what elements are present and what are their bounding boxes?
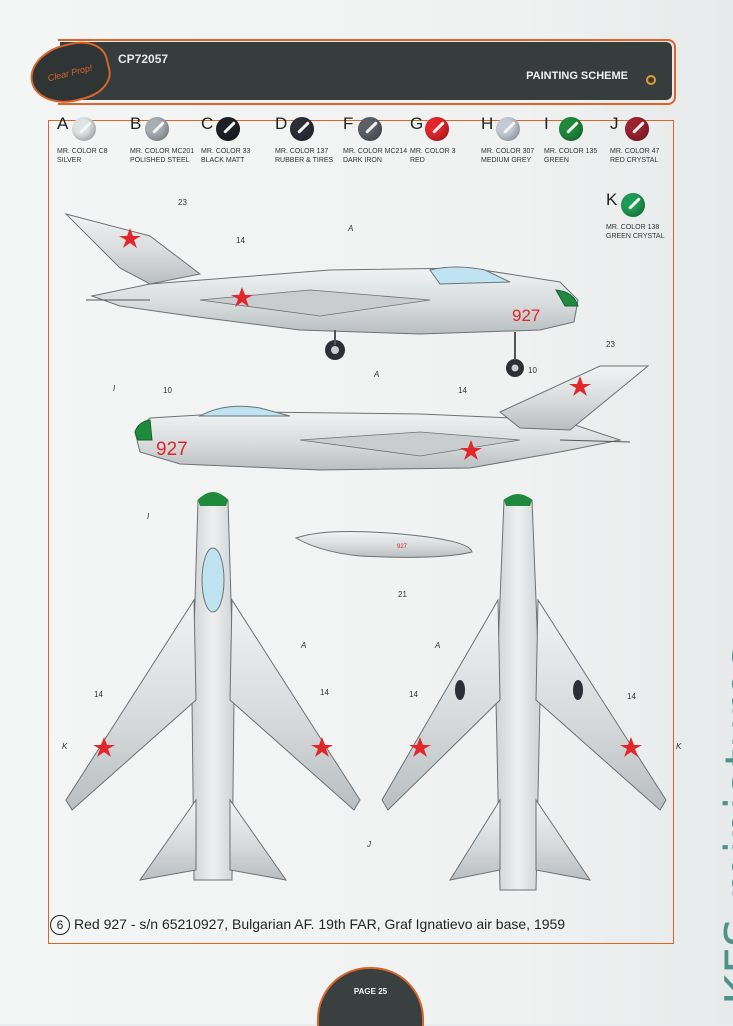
swatch-paint-name: GREEN CRYSTAL [606, 233, 665, 240]
swatch-paint-code: MR. COLOR MC214 [343, 148, 408, 155]
callout-14-bottom-right: 14 [627, 692, 636, 701]
scheme-number-badge: 6 [50, 915, 70, 935]
paint-can-icon [425, 117, 449, 141]
swatch-paint-name: DARK IRON [343, 157, 382, 164]
callout-14-side-2: 14 [458, 386, 467, 395]
callout-14-top-right: 14 [320, 688, 329, 697]
swatch-letter: G [410, 114, 424, 133]
callout-k-top: K [62, 742, 68, 751]
swatch-letter: C [201, 114, 214, 133]
paint-can-icon [290, 117, 314, 141]
paint-can-icon [621, 193, 645, 217]
swatch-paint-name: POLISHED STEEL [130, 157, 190, 164]
swatch-paint-code: MR. COLOR 47 [610, 148, 660, 155]
swatch-letter: I [544, 114, 549, 133]
swatch-paint-name: RED CRYSTAL [610, 157, 659, 164]
swatch-paint-name: GREEN [544, 157, 569, 164]
swatch-letter: K [606, 190, 618, 209]
swatch-paint-code: MR. COLOR 3 [410, 148, 456, 155]
callout-k-bottom: K [676, 742, 682, 751]
side-view-right-profile: 927 [134, 365, 650, 471]
callout-10-side-1: 10 [528, 366, 537, 375]
serial-number-side-2: 927 [156, 439, 188, 460]
banner-bar [60, 42, 672, 100]
swatch-paint-name: RED [410, 157, 425, 164]
swatch-letter: F [343, 114, 354, 133]
callout-23-side-2: 23 [606, 340, 615, 349]
scheme-description: Red 927 - s/n 65210927, Bulgarian AF. 19… [74, 916, 566, 932]
drop-tank-serial: 927 [397, 544, 408, 550]
callout-i-top: I [147, 512, 150, 521]
swatch-paint-code: MR. COLOR MC201 [130, 148, 195, 155]
swatch-letter: D [275, 114, 288, 133]
scheme-caption: 6 Red 927 - s/n 65210927, Bulgarian AF. … [50, 913, 650, 941]
swatch-letter: B [130, 114, 142, 133]
top-view [65, 492, 361, 881]
callout-23-side-1: 23 [178, 198, 187, 207]
swatch-paint-code: MR. COLOR 307 [481, 148, 535, 155]
kit-code: CP72057 [118, 52, 169, 66]
paint-can-icon [72, 117, 96, 141]
swatch-letter: A [57, 114, 69, 133]
swatch-letter: J [610, 114, 619, 133]
serial-number-side-1: 927 [512, 306, 540, 325]
side-view-left-profile: 927 [64, 213, 579, 377]
paint-can-icon [625, 117, 649, 141]
swatch-paint-code: MR. COLOR 137 [275, 148, 329, 155]
callout-a-bottom: A [435, 641, 441, 650]
watermark: KFS-miniatures [665, 644, 733, 1015]
callout-i-side-2: I [113, 384, 116, 393]
drop-tank: 927 [294, 530, 473, 558]
callout-14-bottom-left: 14 [409, 690, 418, 699]
paint-can-icon [145, 117, 169, 141]
callout-10-side-2: 10 [163, 386, 172, 395]
page-number: PAGE 25 [353, 987, 388, 996]
callout-14-side-1: 14 [236, 236, 245, 245]
paint-can-icon [358, 117, 382, 141]
swatch-paint-code: MR. COLOR 33 [201, 148, 251, 155]
callout-a-side-1: A [348, 224, 354, 233]
swatch-paint-code: MR. COLOR 135 [544, 148, 598, 155]
callout-a-side-2: A [374, 370, 380, 379]
bottom-view [381, 494, 667, 891]
section-title: PAINTING SCHEME [526, 70, 628, 82]
callout-a-top: A [301, 641, 307, 650]
callout-14-top-left: 14 [94, 690, 103, 699]
paint-can-icon [559, 117, 583, 141]
callout-j: J [367, 840, 371, 849]
swatch-paint-code: MR. COLOR 138 [606, 224, 660, 231]
swatch-paint-name: BLACK MATT [201, 157, 245, 164]
swatch-paint-name: RUBBER & TIRES [275, 157, 334, 164]
swatch-paint-code: MR. COLOR C8 [57, 148, 108, 155]
swatch-paint-name: SILVER [57, 157, 82, 164]
watermark-text: KFS-miniatures [715, 644, 733, 1005]
bullet-icon [646, 75, 656, 85]
callout-21-tank: 21 [398, 590, 407, 599]
paint-can-icon [496, 117, 520, 141]
paint-can-icon [216, 117, 240, 141]
swatch-letter: H [481, 114, 494, 133]
swatch-paint-name: MEDIUM GREY [481, 157, 532, 164]
